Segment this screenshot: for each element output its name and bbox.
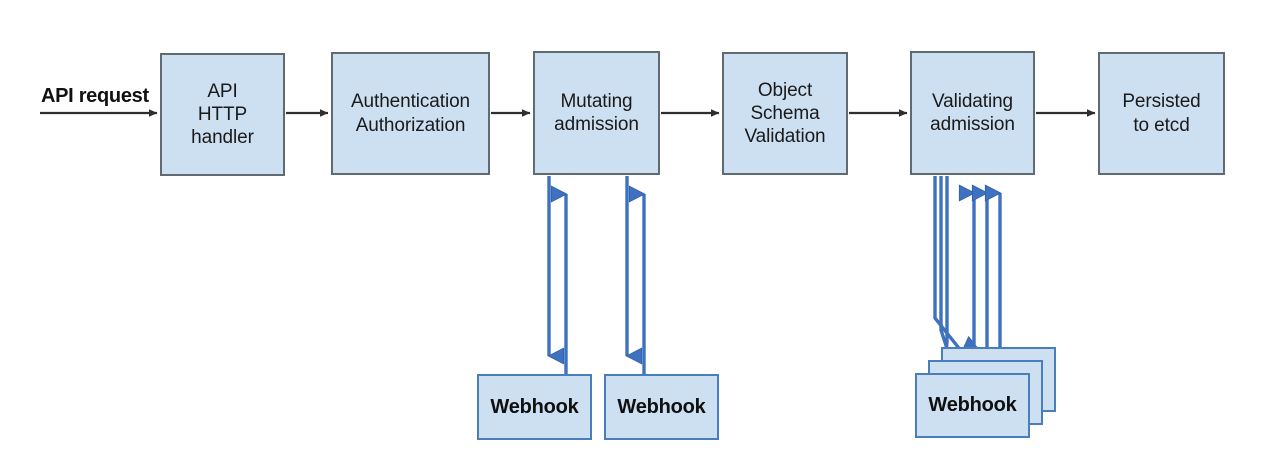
api-request-label: API request (41, 85, 149, 107)
webhook-mutating-1-label: Webhook (490, 395, 579, 418)
node-authentication-authorization[interactable]: Authentication Authorization (331, 52, 490, 175)
node-object-schema-validation[interactable]: Object Schema Validation (722, 52, 848, 175)
webhook-mutating-2[interactable]: Webhook (604, 374, 719, 440)
node-validating-admission[interactable]: Validating admission (910, 51, 1035, 175)
webhook-call-arrow-validating-1 (933, 176, 962, 354)
webhook-mutating-1[interactable]: Webhook (477, 374, 592, 440)
webhook-validating-stack-label: Webhook (928, 394, 1017, 416)
node-object-schema-validation-label: Object Schema Validation (744, 79, 826, 148)
node-persisted-to-etcd[interactable]: Persisted to etcd (1098, 52, 1225, 175)
webhook-mutating-2-label: Webhook (617, 395, 706, 418)
webhook-validating-stack-front[interactable]: Webhook (915, 373, 1030, 438)
node-mutating-admission[interactable]: Mutating admission (533, 51, 660, 175)
node-authentication-authorization-label: Authentication Authorization (350, 91, 471, 136)
node-persisted-to-etcd-label: Persisted to etcd (1122, 91, 1201, 136)
node-mutating-admission-label: Mutating admission (554, 90, 639, 135)
node-api-http-handler-label: API HTTP handler (191, 80, 254, 149)
node-validating-admission-label: Validating admission (930, 90, 1015, 135)
node-api-http-handler[interactable]: API HTTP handler (160, 53, 285, 176)
